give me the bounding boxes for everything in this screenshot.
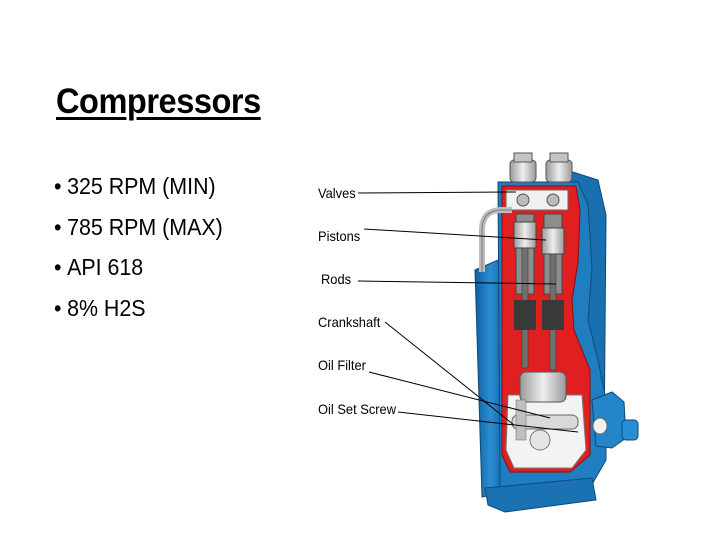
valve-caps [509,152,573,183]
rods-label: Rods [321,271,352,287]
label-leader-lines [357,191,579,433]
bullet-item: 785 RPM (MAX) [54,212,223,253]
bullet-item: 325 RPM (MIN) [54,171,223,212]
discharge-pipe-outline [481,209,512,272]
bullet-item: API 618 [54,252,223,293]
oil-set-screw-label: Oil Set Screw [318,401,397,417]
slide-title: Compressors [56,82,261,121]
cutaway-interior [501,185,591,473]
pistons-label: Pistons [318,228,361,244]
bullet-item: 8% H2S [54,293,223,334]
bullet-list: 325 RPM (MIN) 785 RPM (MAX) API 618 8% H… [54,171,236,333]
crankshaft-label: Crankshaft [318,314,381,330]
oil-filter-label: Oil Filter [318,357,366,373]
valves-label: Valves [318,185,356,201]
